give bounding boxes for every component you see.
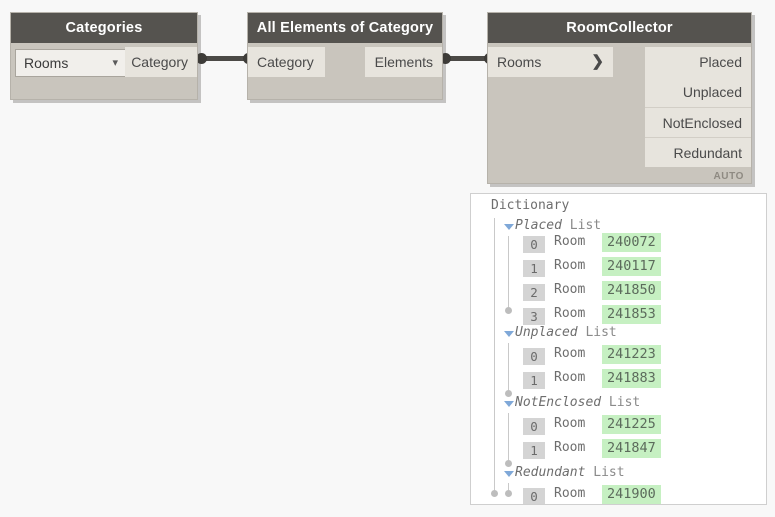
group-row-placed: Placed List [515, 218, 601, 233]
item-index: 0 [523, 488, 545, 504]
tree-spine-root-end-dot [491, 490, 498, 497]
item-label: Room [554, 346, 586, 361]
output-port-unplaced[interactable]: Unplaced [645, 77, 751, 107]
input-port-rooms-label: Rooms [497, 54, 542, 70]
group-row-unplaced: Unplaced List [515, 325, 617, 340]
node-title-categories: Categories [11, 13, 197, 43]
dictionary-preview-panel: Dictionary Placed List 0 Room 240072 1 R… [470, 193, 767, 505]
item-label: Room [554, 486, 586, 501]
item-label: Room [554, 416, 586, 431]
categories-dropdown-value: Rooms [24, 55, 69, 71]
expander-redundant-icon[interactable] [504, 471, 514, 477]
item-value: 241853 [602, 305, 661, 324]
output-port-elements-label: Elements [374, 54, 433, 70]
item-label: Room [554, 370, 586, 385]
input-port-category-label: Category [257, 54, 314, 70]
tree-spine-placed [508, 236, 509, 310]
tree-spine-notenclosed [508, 413, 509, 463]
wire-elements-to-rooms [443, 56, 491, 61]
group-name-redundant: Redundant [515, 465, 586, 480]
tree-spine-redundant-end-dot [505, 490, 512, 497]
item-label: Room [554, 234, 586, 249]
item-index: 1 [523, 260, 545, 277]
auto-badge: AUTO [713, 171, 744, 182]
categories-dropdown[interactable]: Rooms ▾ [15, 49, 127, 77]
group-type-unplaced: List [585, 325, 617, 340]
chevron-right-icon[interactable]: ❯ [591, 53, 604, 70]
input-port-category[interactable]: Category [248, 47, 325, 77]
node-title-all-elements-of-category: All Elements of Category [248, 13, 442, 43]
tree-spine-notenclosed-end-dot [505, 460, 512, 467]
chevron-down-icon: ▾ [112, 57, 118, 69]
node-room-collector[interactable]: RoomCollector Rooms ❯ Placed Unplaced No… [487, 12, 755, 187]
tree-spine-root [494, 218, 495, 493]
group-name-notenclosed: NotEnclosed [515, 395, 602, 410]
item-label: Room [554, 440, 586, 455]
item-value: 241900 [602, 485, 661, 504]
group-row-redundant: Redundant List [515, 465, 625, 480]
item-value: 241223 [602, 345, 661, 364]
item-value: 241225 [602, 415, 661, 434]
tree-spine-unplaced [508, 343, 509, 393]
expander-notenclosed-icon[interactable] [504, 401, 514, 407]
wire-endpoint-dot [440, 53, 451, 64]
item-label: Room [554, 258, 586, 273]
item-value: 241850 [602, 281, 661, 300]
preview-root-label: Dictionary [491, 198, 570, 213]
node-categories[interactable]: Categories Rooms ▾ Category [10, 12, 201, 103]
item-index: 3 [523, 308, 545, 325]
output-port-placed[interactable]: Placed [645, 47, 751, 77]
group-type-notenclosed: List [608, 395, 641, 410]
input-port-rooms[interactable]: Rooms ❯ [488, 47, 613, 77]
item-label: Room [554, 282, 586, 297]
group-name-unplaced: Unplaced [515, 325, 578, 340]
expander-unplaced-icon[interactable] [504, 331, 514, 337]
item-index: 0 [523, 348, 545, 365]
tree-spine-redundant [508, 483, 509, 493]
wire-category-to-category [198, 56, 250, 61]
item-index: 0 [523, 418, 545, 435]
output-port-notenclosed-label: NotEnclosed [662, 115, 742, 131]
output-port-redundant[interactable]: Redundant [645, 137, 751, 167]
item-value: 241847 [602, 439, 661, 458]
node-title-room-collector: RoomCollector [488, 13, 751, 43]
group-row-notenclosed: NotEnclosed List [515, 395, 640, 410]
item-value: 240117 [602, 257, 661, 276]
item-label: Room [554, 306, 586, 321]
group-name-placed: Placed [515, 218, 562, 233]
tree-spine-unplaced-end-dot [505, 390, 512, 397]
group-type-redundant: List [593, 465, 625, 480]
item-index: 2 [523, 284, 545, 301]
item-value: 240072 [602, 233, 661, 252]
group-type-placed: List [569, 218, 602, 233]
output-port-unplaced-label: Unplaced [682, 84, 742, 100]
item-index: 1 [523, 442, 545, 459]
output-port-redundant-label: Redundant [673, 145, 742, 161]
output-port-category-label: Category [131, 54, 188, 70]
item-value: 241883 [602, 369, 661, 388]
wire-endpoint-dot [196, 53, 207, 64]
output-port-notenclosed[interactable]: NotEnclosed [645, 107, 751, 137]
output-port-placed-label: Placed [699, 54, 742, 70]
item-index: 1 [523, 372, 545, 389]
tree-spine-placed-end-dot [505, 307, 512, 314]
output-port-elements[interactable]: Elements [365, 47, 442, 77]
expander-placed-icon[interactable] [504, 224, 514, 230]
node-all-elements-of-category[interactable]: All Elements of Category Category Elemen… [247, 12, 446, 103]
item-index: 0 [523, 236, 545, 253]
output-port-category[interactable]: Category [125, 47, 197, 77]
